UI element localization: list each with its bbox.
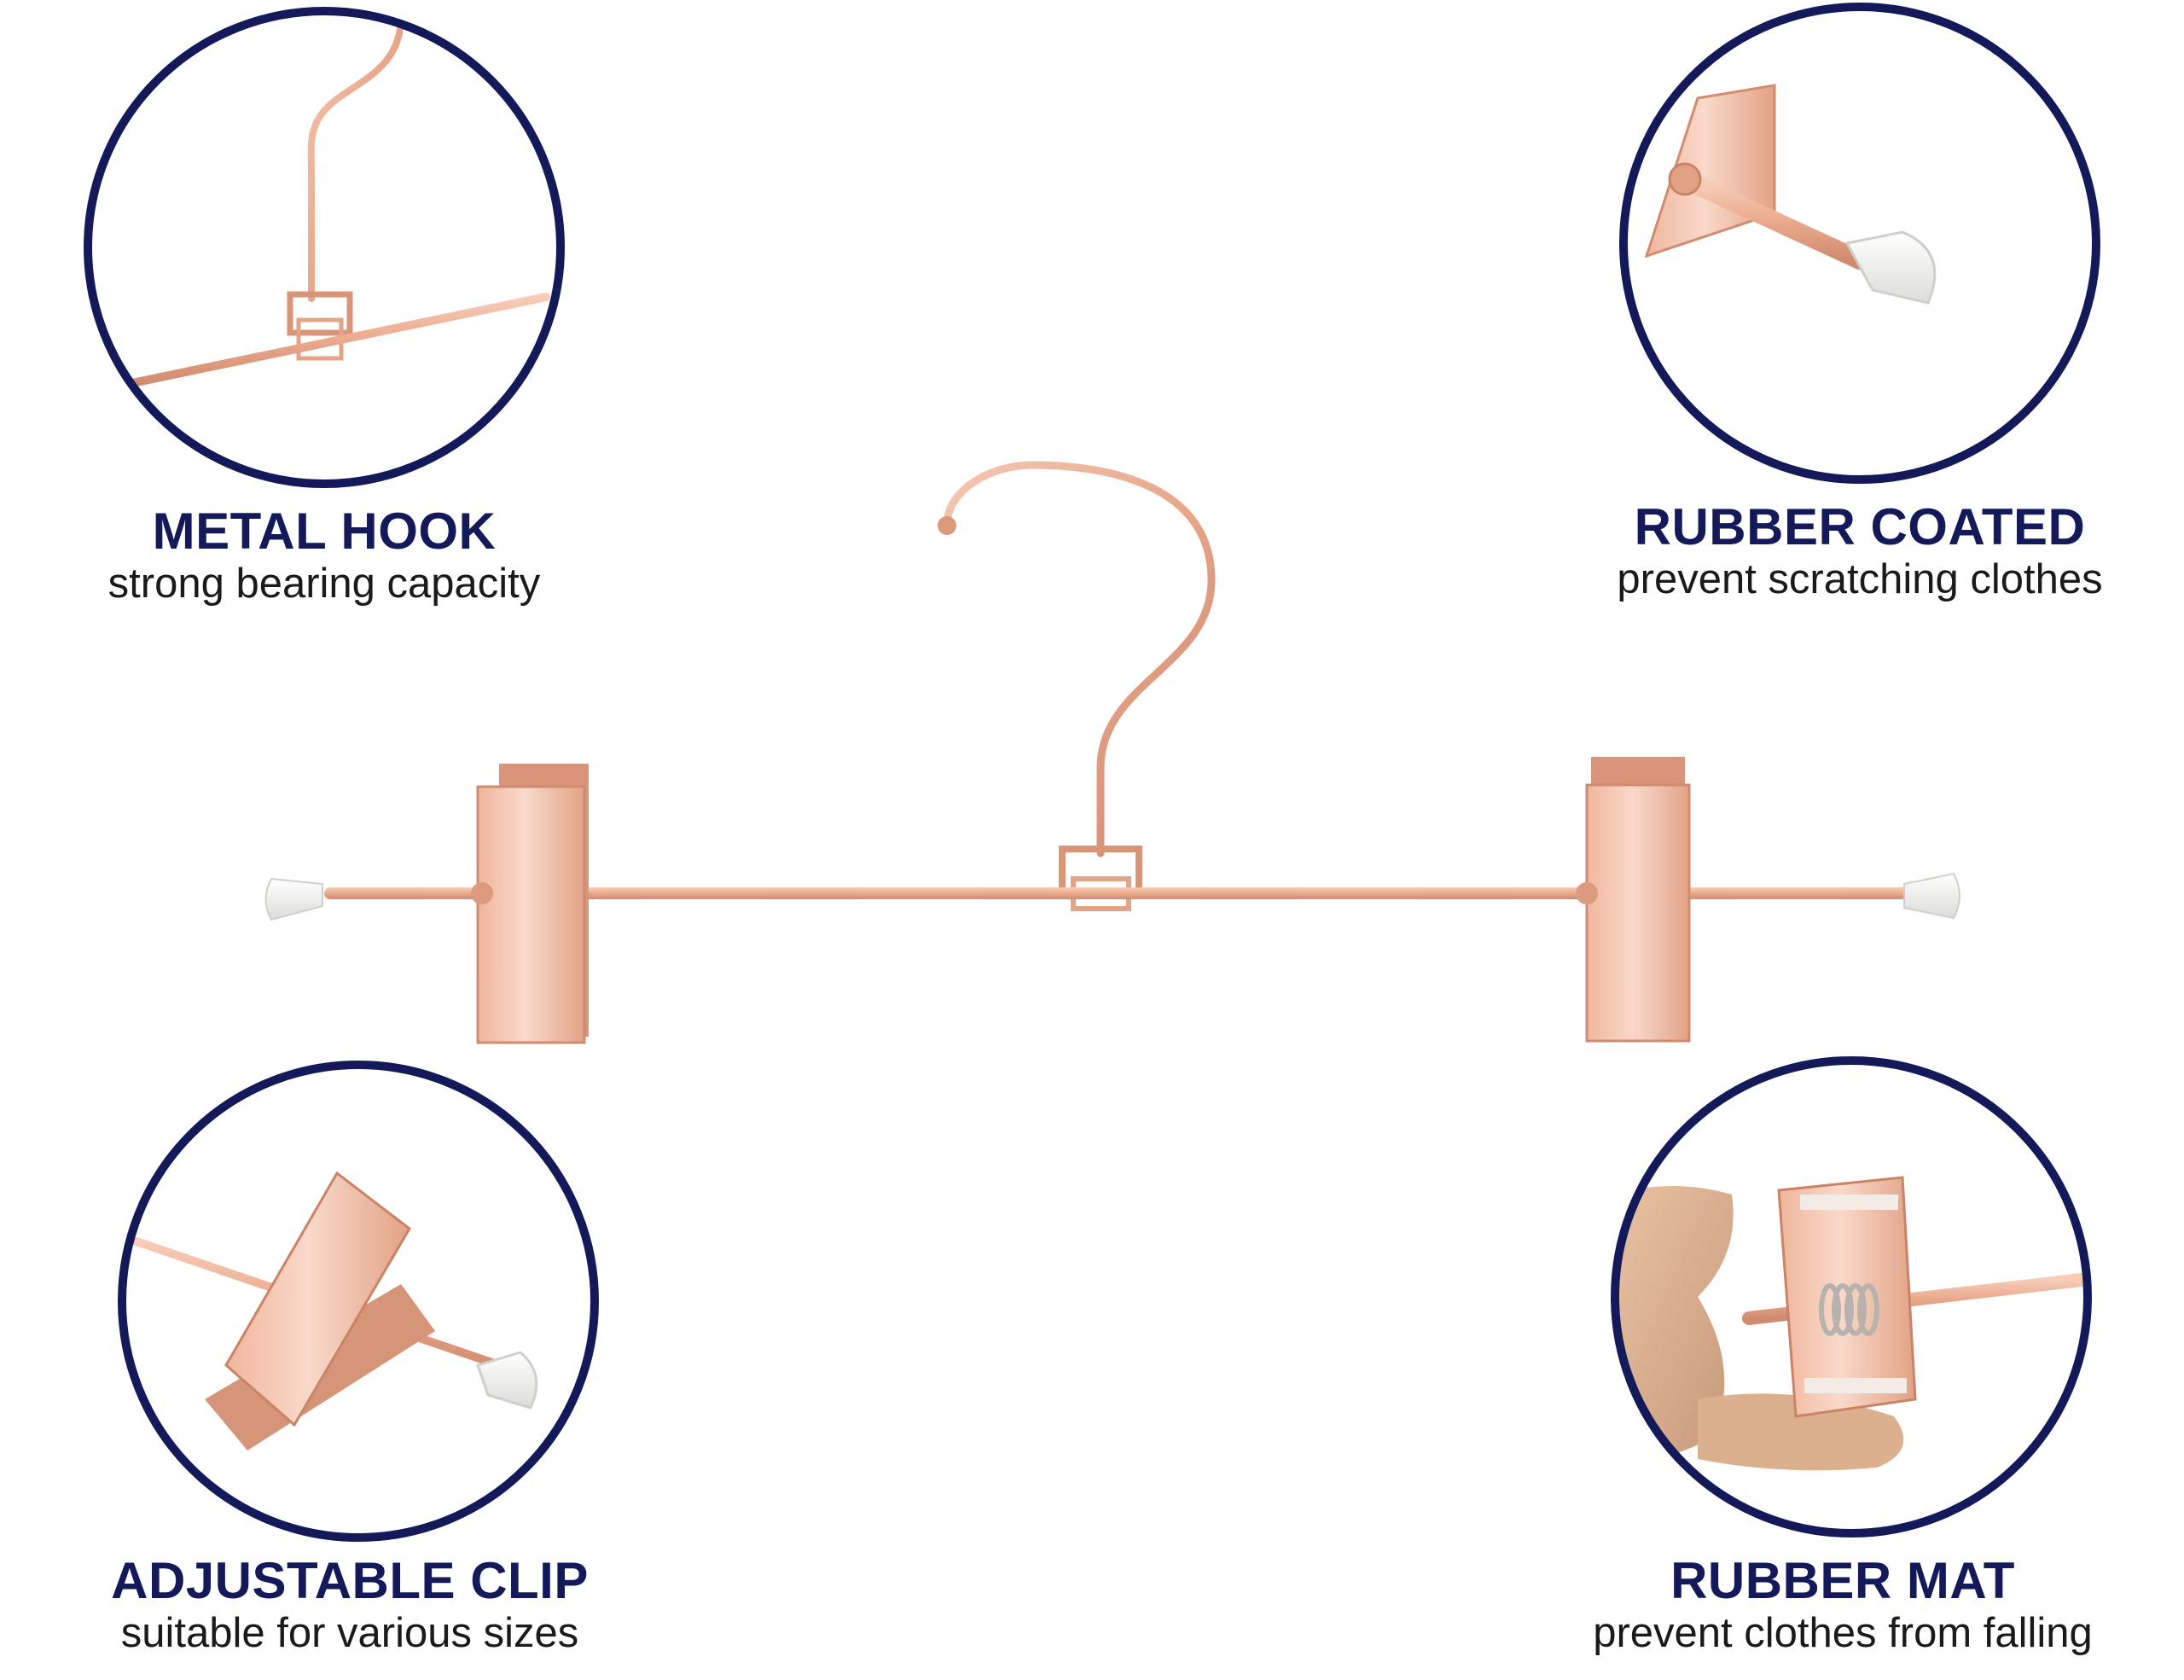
detail-ring [118,1061,599,1542]
caption-title: RUBBER COATED [1634,498,2086,555]
caption-title: ADJUSTABLE CLIP [111,1552,589,1609]
main-hanger [264,461,1960,1044]
detail-ring [1619,3,2100,484]
rubber-tip-closeup [476,1351,538,1410]
caption-title: METAL HOOK [152,503,497,560]
detail-ring [1611,1056,2092,1538]
rubber-coated-detail [1619,3,2100,484]
rubber-tip-closeup [1844,230,1937,305]
metal-hook-detail [84,7,565,488]
caption-rubber-mat: RUBBER MAT prevent clothes from falling [1544,1553,2141,1657]
right-clip [1576,757,1691,1043]
caption-adjustable-clip: ADJUSTABLE CLIP suitable for various siz… [51,1553,648,1657]
detail-ring [84,7,565,488]
caption-title: RUBBER MAT [1670,1552,2015,1609]
caption-subtitle: prevent scratching clothes [1617,556,2103,602]
adjustable-clip-detail [118,1061,599,1542]
hanger-hook [943,461,1216,857]
right-rubber-tip [1903,872,1960,920]
caption-subtitle: suitable for various sizes [120,1610,579,1656]
caption-metal-hook: METAL HOOK strong bearing capacity [51,503,597,607]
caption-subtitle: prevent clothes from falling [1593,1610,2093,1656]
caption-rubber-coated: RUBBER COATED prevent scratching clothes [1561,499,2158,603]
left-clip [471,764,589,1044]
left-rubber-tip [264,877,323,921]
caption-subtitle: strong bearing capacity [107,561,541,607]
hanger-bar [324,887,1911,899]
rubber-mat-detail [1611,1056,2092,1538]
